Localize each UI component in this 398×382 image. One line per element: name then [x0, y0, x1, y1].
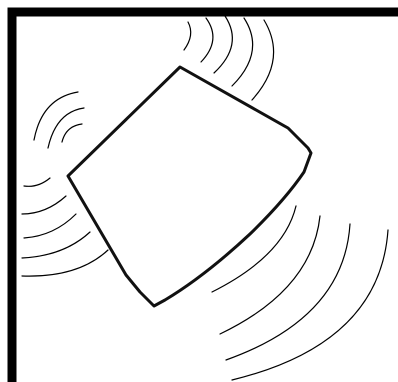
wave-left-8: [22, 250, 108, 276]
wave-top-1: [184, 22, 191, 50]
wave-left-4: [24, 178, 50, 186]
wave-br-3: [226, 224, 350, 360]
wave-top-3: [214, 16, 232, 73]
wave-top-2: [201, 18, 213, 62]
wave-left-5: [22, 196, 66, 214]
wave-left-2: [48, 108, 84, 148]
wave-top-5: [252, 20, 274, 100]
wave-left-7: [22, 232, 90, 258]
wave-left-1: [62, 124, 82, 142]
irregular-block: [68, 67, 311, 306]
wave-left-3: [34, 92, 78, 140]
wave-left-6: [24, 214, 76, 238]
wave-top-4: [232, 18, 253, 86]
